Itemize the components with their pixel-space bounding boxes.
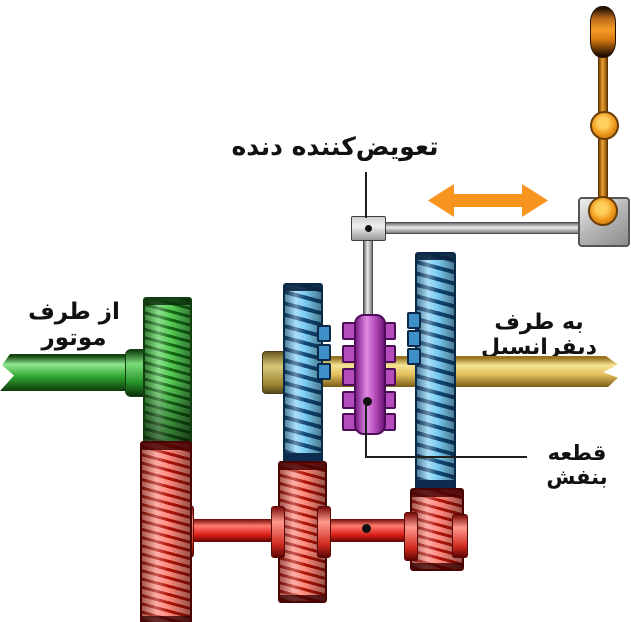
gear-shifter-pointer-line xyxy=(365,172,367,218)
dog-tooth xyxy=(317,363,331,380)
to-differential-label: به طرف دیفرانسیل xyxy=(481,310,597,361)
right-gear-hub-left xyxy=(404,512,418,561)
shift-direction-arrow-icon xyxy=(428,184,548,217)
counter-shaft-dot xyxy=(362,524,371,533)
dog-tooth xyxy=(317,325,331,342)
dog-tooth xyxy=(407,312,421,329)
purple-piece-pointer-line-vertical xyxy=(365,404,367,458)
purple-piece-dot xyxy=(363,397,372,406)
lever-pivot-ball xyxy=(590,111,619,140)
middle-gear-hub-left xyxy=(271,506,285,558)
output-gear-right-blue xyxy=(415,252,456,494)
counter-gear-left-red xyxy=(140,441,192,622)
selector-block-pivot-dot xyxy=(365,225,372,232)
middle-gear-hub-right xyxy=(317,506,331,558)
purple-piece-label: قطعه بنفش xyxy=(546,441,608,490)
purple-piece-pointer-line-horizontal xyxy=(365,456,527,458)
shift-rail-rod xyxy=(383,222,581,234)
selector-fork-rod xyxy=(363,238,373,320)
gear-shifter-label: تعویض‌کننده دنده xyxy=(231,132,439,161)
counter-shaft-end-cap xyxy=(452,514,468,558)
dog-tooth xyxy=(317,344,331,361)
input-gear-green xyxy=(143,297,192,449)
selector-block xyxy=(351,216,386,241)
lever-base-ball-joint xyxy=(588,196,618,226)
from-motor-label: از طرف موتور xyxy=(28,299,120,352)
dog-tooth xyxy=(407,330,421,347)
shift-lever-knob xyxy=(590,6,616,58)
dog-tooth xyxy=(407,348,421,365)
purple-dog-clutch xyxy=(354,314,386,435)
